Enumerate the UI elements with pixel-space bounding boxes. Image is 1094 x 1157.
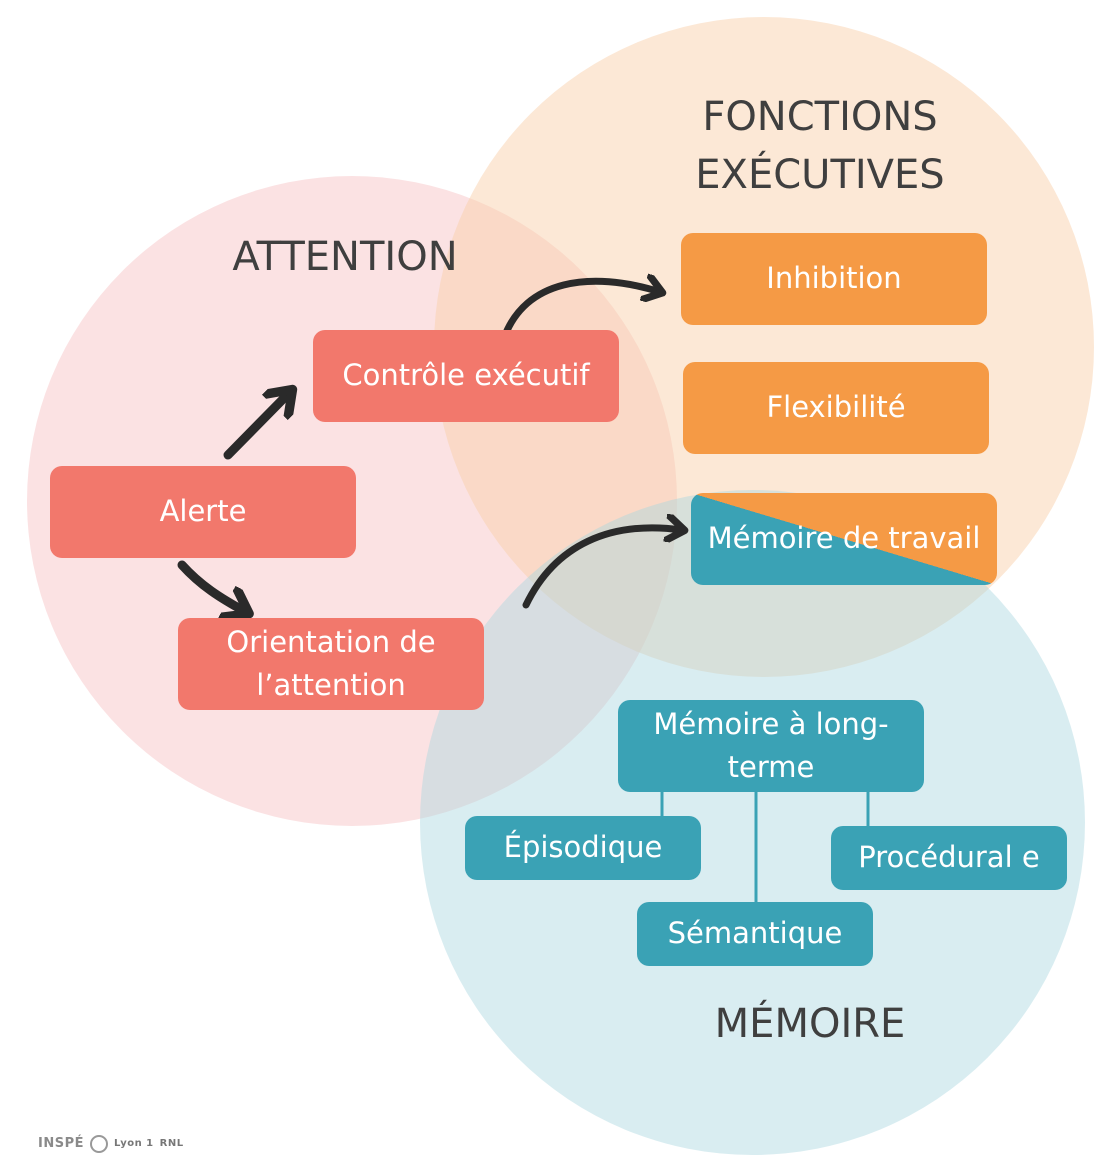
memoire-heading: MÉMOIRE (714, 1001, 906, 1047)
episodique-box: Épisodique (465, 816, 701, 880)
arrow-alerte-to-orientation (177, 560, 246, 612)
rnl-logo: RNL (159, 1138, 184, 1149)
semantique-box: Sémantique (637, 902, 873, 966)
inspe-logo: INSPÉ (38, 1136, 84, 1151)
orientation-attention-box: Orientation de l’attention (178, 618, 484, 710)
tree-connectors (660, 792, 870, 902)
arrow-alerte-to-controle (223, 392, 290, 460)
memoire-de-travail-box: Mémoire de travail (691, 493, 997, 585)
memoire-long-terme-box: Mémoire à long-terme (618, 700, 924, 792)
procedurale-box: Procédural e (831, 826, 1067, 890)
inhibition-box: Inhibition (681, 233, 987, 325)
attention-heading: ATTENTION (232, 234, 458, 280)
controle-executif-box: Contrôle exécutif (313, 330, 619, 422)
flexibilite-box: Flexibilité (683, 362, 989, 454)
alerte-box: Alerte (50, 466, 356, 558)
fonctions-executives-heading: FONCTIONS EXÉCUTIVES (695, 94, 945, 198)
lyon-logo: Lyon 1 (114, 1138, 154, 1149)
institution-logos: INSPÉ Lyon 1 RNL (38, 1130, 222, 1157)
arrow-orientation-to-memoire-travail (522, 528, 682, 609)
lyon-logo-icon (90, 1134, 108, 1153)
arrow-controle-to-inhibition (500, 281, 660, 342)
